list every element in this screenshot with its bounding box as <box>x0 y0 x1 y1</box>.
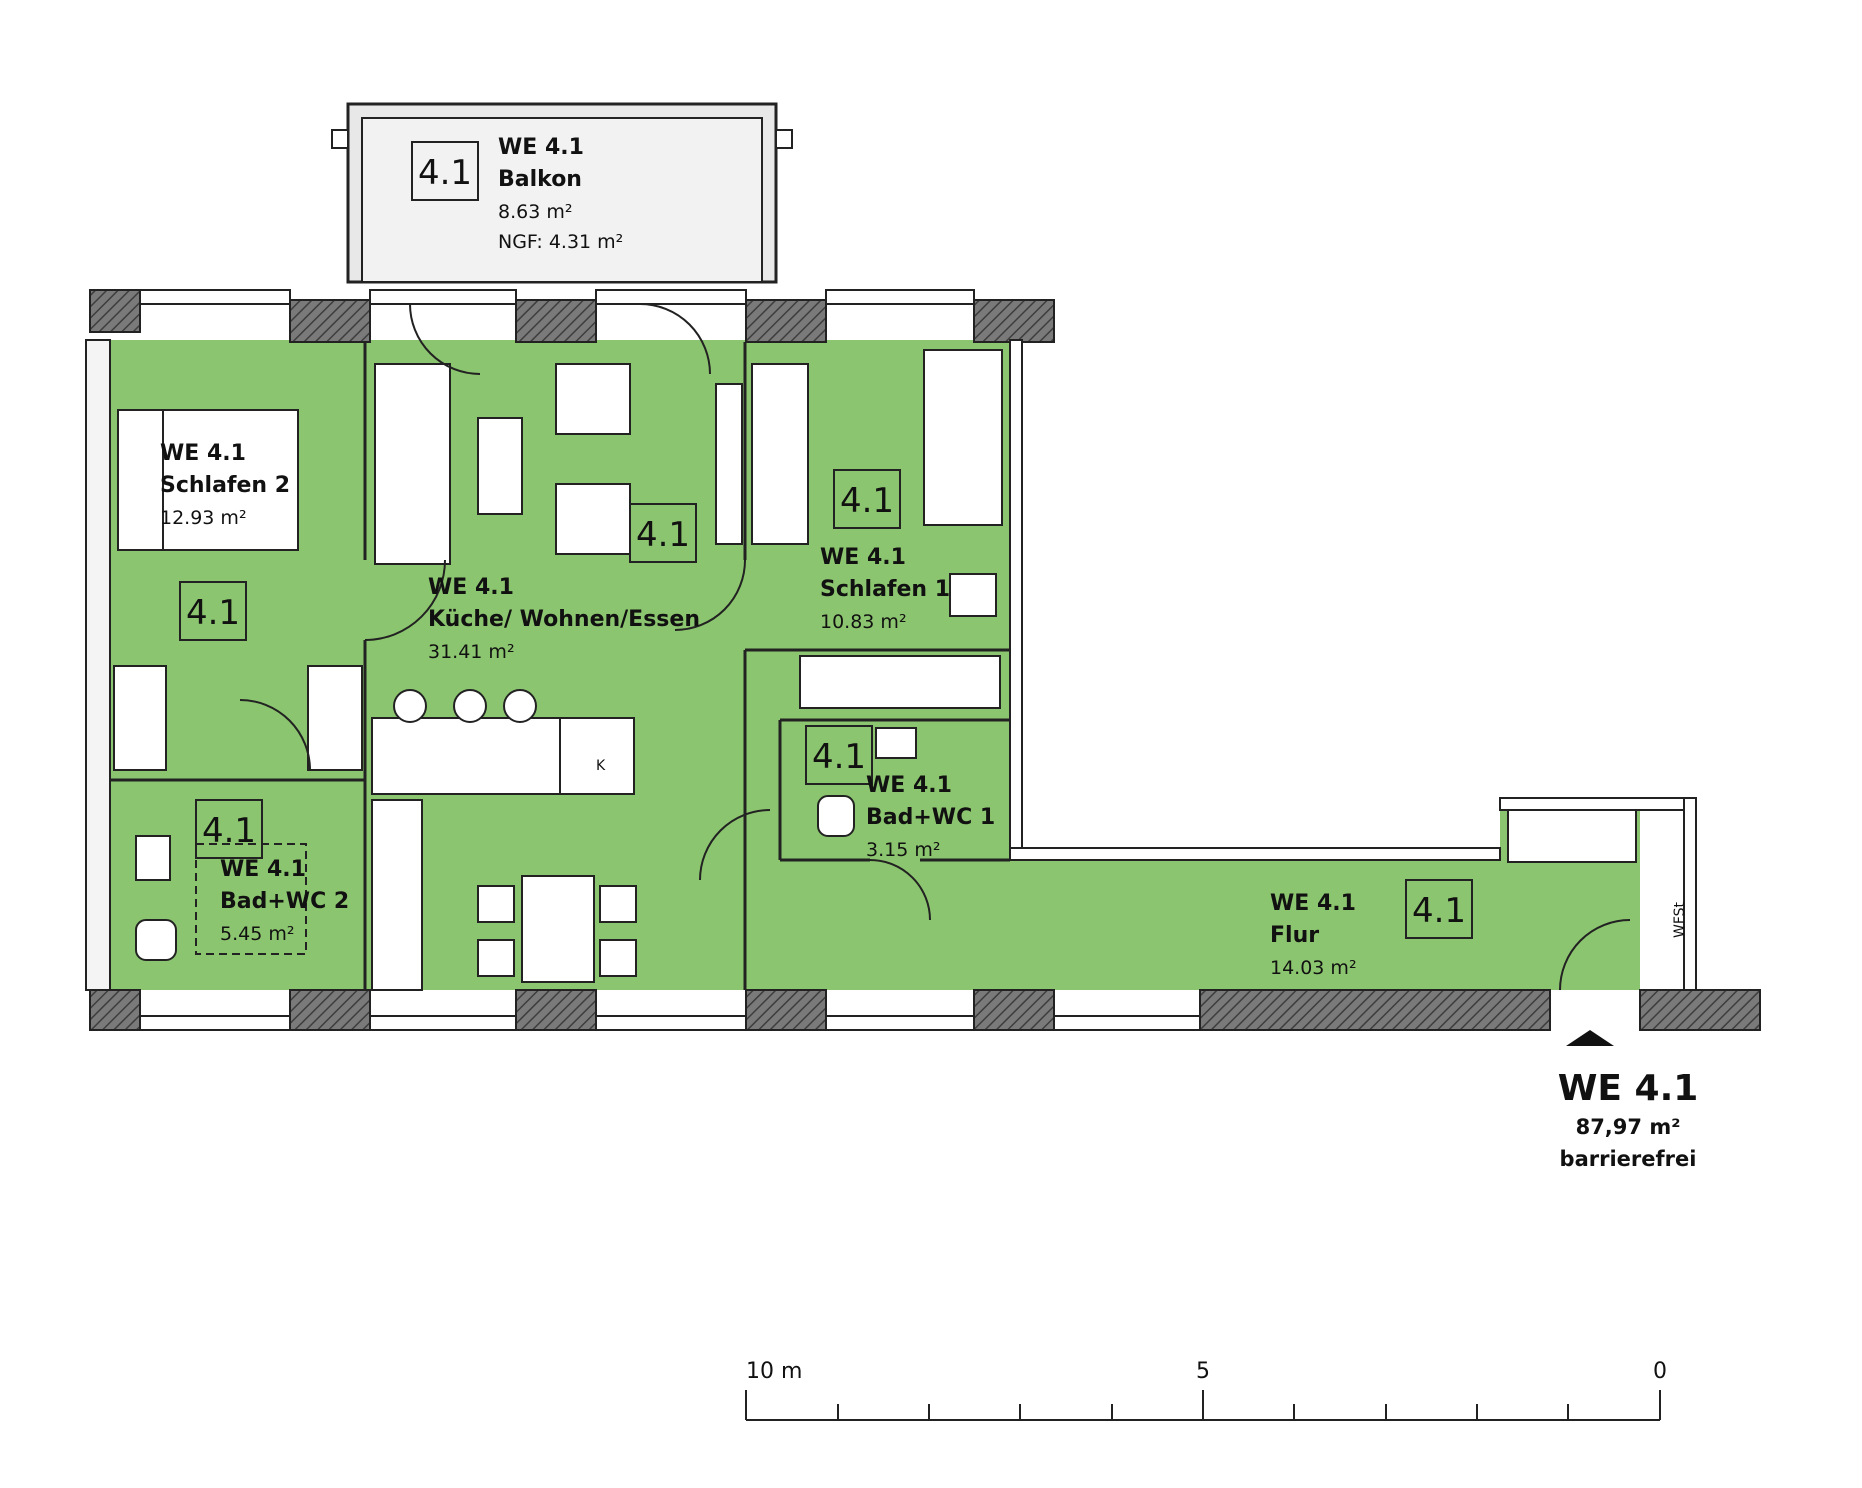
entrance: WE 4.1 87,97 m² barrierefrei <box>1558 1030 1699 1171</box>
wardrobe-flur <box>799 655 1001 709</box>
toilet-bad1 <box>817 795 855 837</box>
scale-label-0: 0 <box>1653 1359 1667 1384</box>
furniture <box>113 349 1637 991</box>
schlafen2-name: Schlafen 2 <box>160 473 290 498</box>
bad1-name: Bad+WC 1 <box>866 805 995 830</box>
summary-note: barrierefrei <box>1560 1147 1697 1171</box>
tag-balkon-text: 4.1 <box>418 153 472 193</box>
shower-bad2 <box>195 843 307 955</box>
dining-table <box>521 875 595 983</box>
tag-flur-text: 4.1 <box>1412 891 1466 931</box>
balkon-name: Balkon <box>498 167 582 192</box>
bed-schlafen1 <box>923 349 1003 526</box>
room-labels: WE 4.1 Balkon 8.63 m² NGF: 4.31 m² WE 4.… <box>160 135 1688 979</box>
toilet-bad2 <box>135 919 177 961</box>
door-swings <box>239 303 1631 991</box>
walls <box>85 289 1761 1031</box>
sofa <box>374 363 451 565</box>
cabinet-left <box>113 665 167 771</box>
scale-label-10m: 10 m <box>746 1359 802 1384</box>
balkon-area: 8.63 m² <box>498 201 572 223</box>
tag-schlafen2-text: 4.1 <box>186 593 240 633</box>
scale-labels: 10 m 5 0 <box>746 1359 1667 1384</box>
wohnen-unit: WE 4.1 <box>428 575 514 600</box>
schlafen1-unit: WE 4.1 <box>820 545 906 570</box>
tag-schlafen2 <box>179 581 247 641</box>
balkon-ngf: NGF: 4.31 m² <box>498 231 623 253</box>
flur-unit: WE 4.1 <box>1270 891 1356 916</box>
coffee-table <box>477 417 523 515</box>
cabinet-mid <box>307 665 363 771</box>
tag-bad2-text: 4.1 <box>202 811 256 851</box>
sink-bad2 <box>135 835 171 881</box>
kitchen-island <box>559 717 635 795</box>
balcony <box>331 102 793 284</box>
tag-wohnen <box>629 503 697 563</box>
wardrobe-schlafen1 <box>715 383 743 545</box>
schlafen1-area: 10.83 m² <box>820 611 907 633</box>
balkon-unit: WE 4.1 <box>498 135 584 160</box>
bad2-area: 5.45 m² <box>220 923 294 945</box>
interior-walls <box>110 342 1010 990</box>
schlafen2-area: 12.93 m² <box>160 507 247 529</box>
schlafen2-unit: WE 4.1 <box>160 441 246 466</box>
tag-wohnen-text: 4.1 <box>636 515 690 555</box>
tag-bad1-text: 4.1 <box>812 737 866 777</box>
summary-area: 87,97 m² <box>1576 1115 1681 1139</box>
scale-bar <box>745 1390 1661 1421</box>
tag-balkon <box>411 141 479 201</box>
tag-bad1 <box>805 725 873 785</box>
scale-label-5: 5 <box>1196 1359 1210 1384</box>
wfst-label: WFSt <box>1672 901 1688 938</box>
room-tags: 4.1 4.1 4.1 4.1 4.1 4.1 4.1 <box>179 141 1473 939</box>
cabinet-flur <box>1507 809 1637 863</box>
kitchen-mark: K <box>596 758 606 774</box>
flur-name: Flur <box>1270 923 1319 948</box>
entrance-arrow-icon <box>1566 1030 1614 1046</box>
flur-area: 14.03 m² <box>1270 957 1357 979</box>
tag-bad2 <box>195 799 263 859</box>
bad1-area: 3.15 m² <box>866 839 940 861</box>
bad2-name: Bad+WC 2 <box>220 889 349 914</box>
summary-title: WE 4.1 <box>1558 1068 1699 1109</box>
schlafen1-name: Schlafen 1 <box>820 577 950 602</box>
bad2-unit: WE 4.1 <box>220 857 306 882</box>
tag-schlafen1-text: 4.1 <box>840 481 894 521</box>
tag-flur <box>1405 879 1473 939</box>
kitchen-row <box>371 799 423 991</box>
tag-schlafen1 <box>833 469 901 529</box>
wohnen-area: 31.41 m² <box>428 641 515 663</box>
wohnen-name: Küche/ Wohnen/Essen <box>428 607 700 632</box>
bad1-unit: WE 4.1 <box>866 773 952 798</box>
desk-schlafen1 <box>751 363 809 545</box>
sink-bad1 <box>875 727 917 759</box>
